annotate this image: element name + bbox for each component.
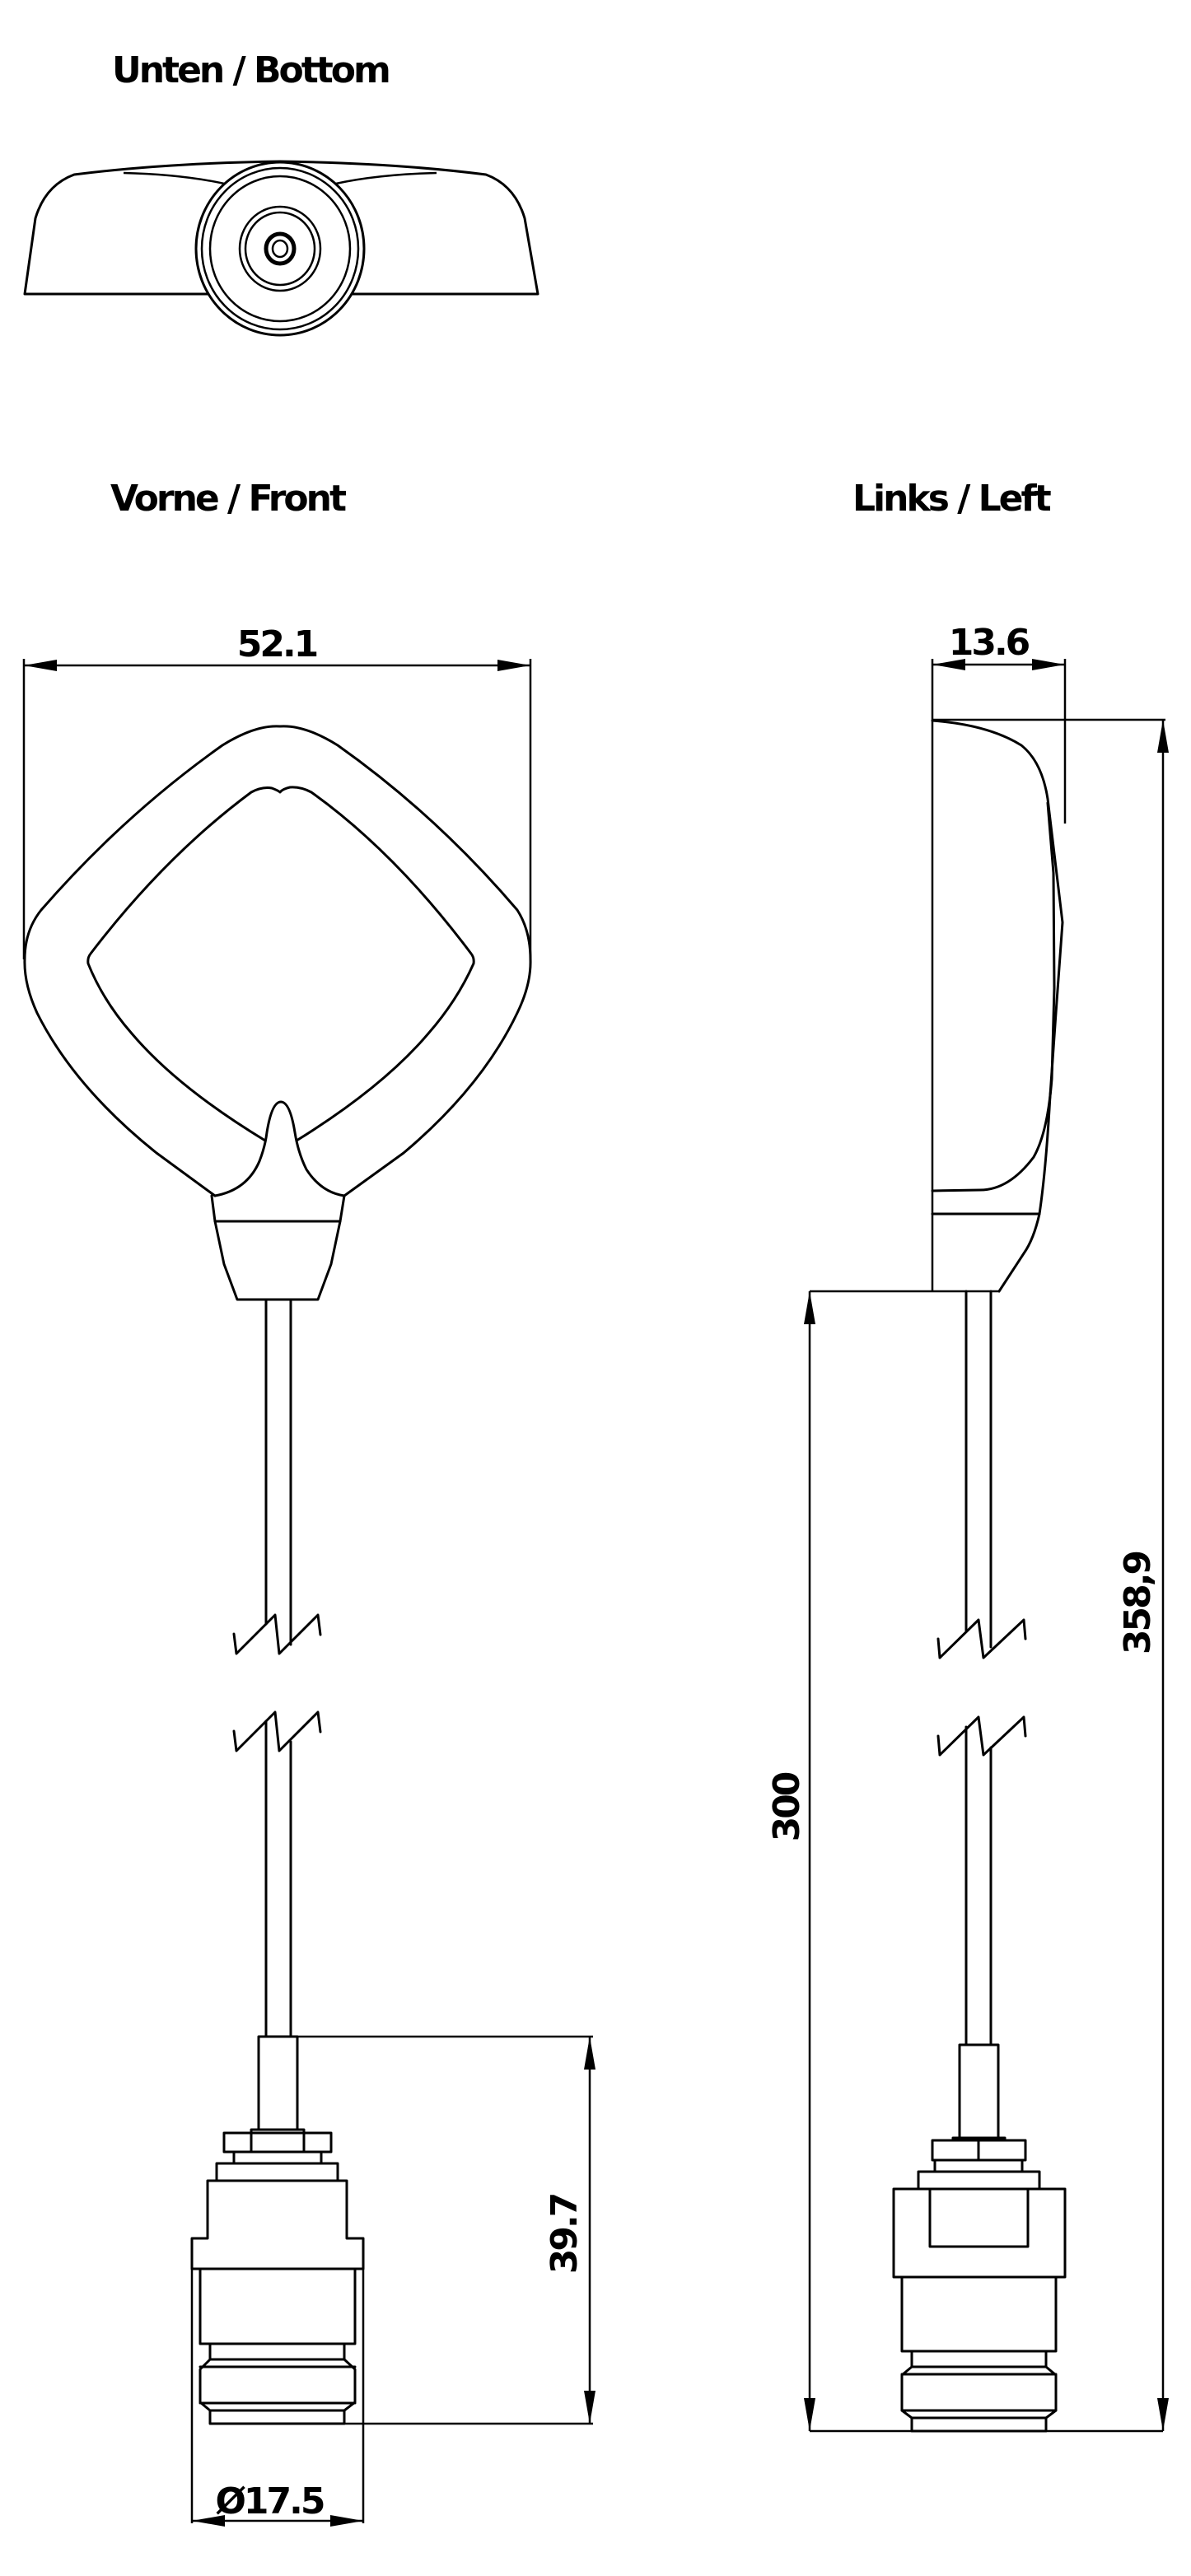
connector-body <box>190 2179 365 2270</box>
arrow-icon <box>804 1291 815 1324</box>
dim-cable-length-label: 300 <box>766 1772 808 1841</box>
left-connector-window <box>928 2187 1030 2248</box>
bottom-connector-ring-outer <box>194 161 366 337</box>
bottom-housing-inner-arc-left <box>123 171 236 188</box>
bottom-view: Unten / Bottom <box>23 49 539 337</box>
arrow-icon <box>24 660 57 671</box>
cable-break-icon <box>232 1710 322 1752</box>
connector-groove <box>208 2342 346 2361</box>
left-connector-tip <box>910 2416 1048 2433</box>
dim-side-depth-label: 13.6 <box>949 622 1030 664</box>
antenna-collar <box>210 1194 346 1301</box>
left-connector-groove <box>910 2350 1048 2368</box>
left-view-title: Links / Left <box>852 478 1052 520</box>
front-view-title: Vorne / Front <box>110 478 347 520</box>
bottom-connector-ring-4 <box>238 205 322 292</box>
connector-neck <box>232 2150 323 2165</box>
dim-connector-length-label: 39.7 <box>544 2194 586 2274</box>
left-connector-strain-relief <box>958 2043 1000 2140</box>
left-body-profile-inner <box>931 801 1056 1192</box>
antenna-loop-inner <box>86 786 475 1142</box>
connector-nut <box>222 2131 333 2154</box>
front-view: Vorne / Front 52.1 <box>22 478 596 2527</box>
connector-tip <box>208 2409 346 2425</box>
left-connector-plate <box>917 2170 1041 2191</box>
bottom-connector-ring-2 <box>200 166 360 331</box>
dim-overall-length-label: 358,9 <box>1117 1552 1159 1655</box>
cable-break-icon <box>936 1618 1027 1659</box>
arrow-icon <box>804 2398 815 2431</box>
antenna-loop-outer <box>23 725 532 1197</box>
bottom-connector-ring-5 <box>244 211 316 287</box>
bottom-view-title: Unten / Bottom <box>112 49 389 91</box>
antenna-stem <box>213 1100 346 1197</box>
arrow-icon <box>584 2037 596 2070</box>
connector-strain-relief <box>257 2035 299 2131</box>
bottom-connector-ring-3 <box>208 175 352 323</box>
arrow-icon <box>1032 659 1065 670</box>
cable-break-icon <box>936 1715 1027 1757</box>
connector-plate <box>215 2162 339 2182</box>
left-connector-sleeve <box>900 2275 1058 2353</box>
arrow-icon <box>932 659 965 670</box>
cable-break-icon <box>232 1613 322 1655</box>
dim-connector-diameter-label: Ø17.5 <box>216 2480 324 2522</box>
left-body-profile-outer <box>931 719 1064 1293</box>
arrow-icon <box>192 2515 225 2527</box>
left-view: Links / Left 13.6 300 358,9 <box>766 478 1169 2433</box>
left-connector-body <box>892 2187 1067 2279</box>
left-connector-neck <box>933 2158 1024 2173</box>
arrow-icon <box>1157 2398 1169 2431</box>
arrow-icon <box>1157 720 1169 753</box>
connector-sleeve <box>198 2267 357 2345</box>
dim-front-width-label: 52.1 <box>237 623 317 665</box>
bottom-connector-pin-outer <box>264 231 297 266</box>
bottom-connector-pin-inner <box>271 239 289 259</box>
bottom-housing-inner-arc-right <box>325 171 437 188</box>
arrow-icon <box>330 2515 363 2527</box>
arrow-icon <box>497 660 530 671</box>
arrow-icon <box>584 2391 596 2424</box>
